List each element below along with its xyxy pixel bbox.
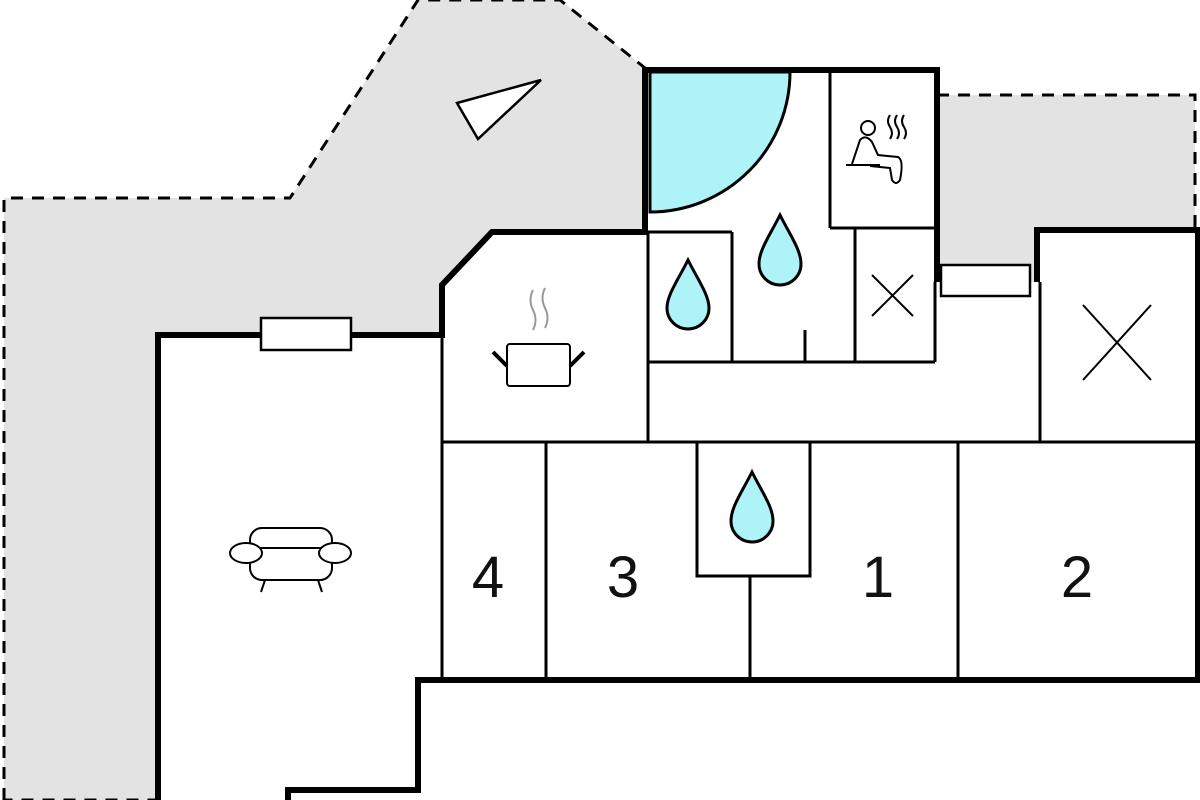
water-drop-icon — [757, 211, 803, 287]
window-icon — [939, 263, 1032, 298]
x-mark-icon — [871, 274, 914, 317]
sauna-icon — [846, 114, 907, 184]
water-drop-icon — [729, 468, 775, 544]
house-interior — [158, 70, 1198, 800]
pool-icon — [648, 70, 792, 214]
pot-icon — [491, 287, 586, 387]
x-mark-icon — [1082, 304, 1152, 381]
window-icon — [259, 316, 353, 352]
interior-walls — [440, 70, 1198, 680]
outer-wall — [285, 227, 1200, 800]
room-label-1: 1 — [861, 545, 895, 610]
terrace-right — [937, 95, 1195, 282]
terrace-right-border — [937, 93, 1197, 230]
compass-arrow-icon — [455, 78, 542, 141]
room-label-4: 4 — [471, 545, 505, 610]
sofa-icon — [229, 527, 352, 593]
water-drop-icon — [665, 256, 711, 331]
room-label-3: 3 — [606, 545, 640, 610]
room-label-2: 2 — [1060, 545, 1094, 610]
outer-wall — [155, 67, 940, 800]
